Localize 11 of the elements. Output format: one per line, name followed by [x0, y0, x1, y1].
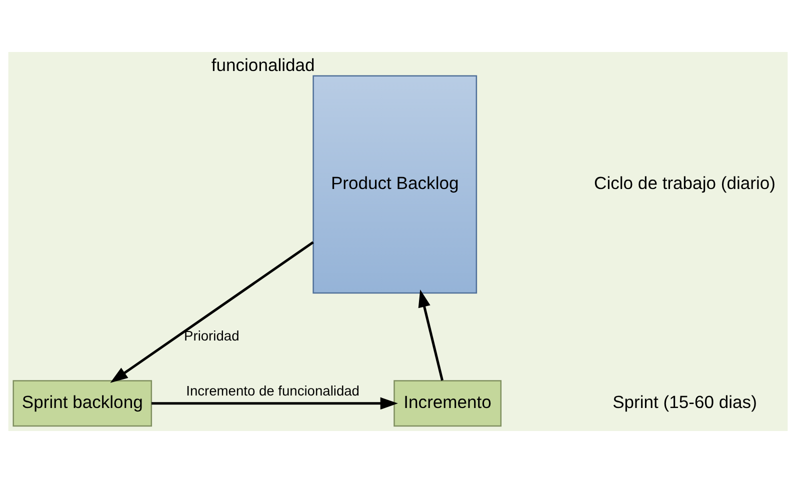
node-label: funcionalidad [211, 55, 315, 76]
arrow [152, 397, 398, 410]
node-box: Sprint backlong [12, 380, 152, 427]
node-box: Incremento [394, 380, 502, 427]
arrow [418, 290, 444, 381]
label: Ciclo de trabajo (diario) [594, 173, 776, 194]
arrow [110, 241, 314, 383]
label: Sprint (15-60 dias) [612, 392, 757, 412]
edge-label: Incremento de funcionalidad [186, 384, 360, 399]
node-box: Product Backlog [312, 75, 478, 294]
edge-label: Prioridad [184, 328, 240, 344]
